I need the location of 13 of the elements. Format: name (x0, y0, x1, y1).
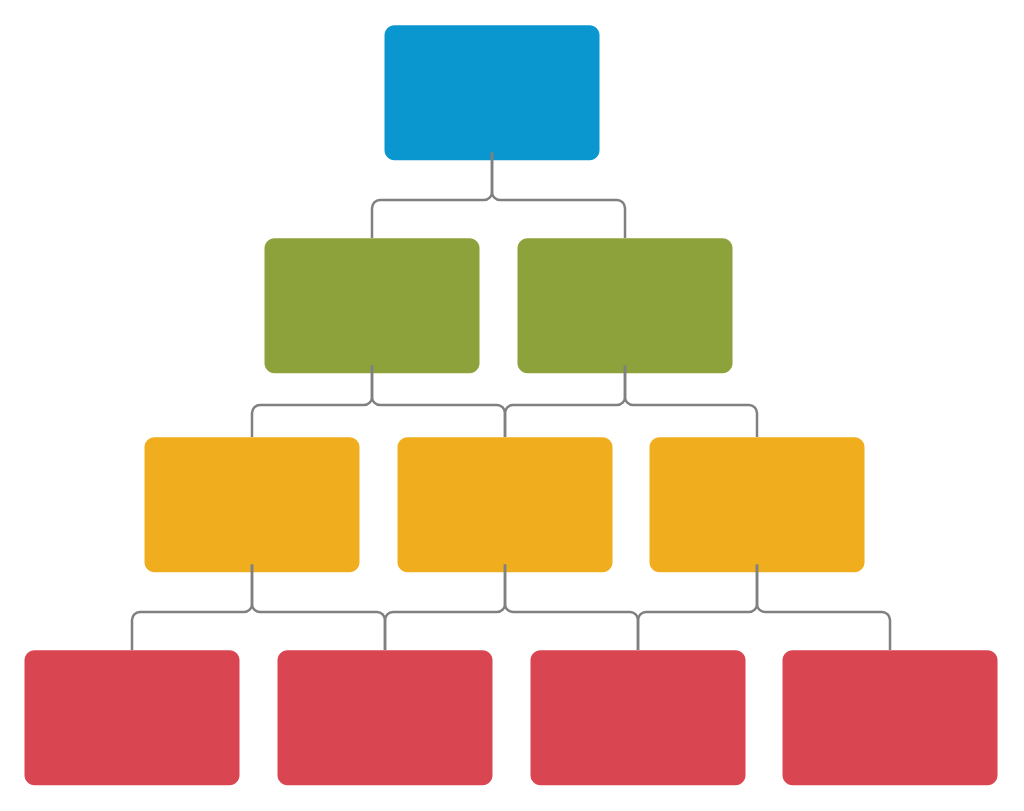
org-box (782, 650, 998, 786)
org-box (517, 238, 733, 374)
org-box (397, 437, 613, 573)
connector-line (490, 151, 627, 238)
org-box (649, 437, 865, 573)
org-box (144, 437, 360, 573)
org-box (384, 25, 600, 161)
connector-line (623, 364, 759, 437)
org-box (530, 650, 746, 786)
org-box (277, 650, 493, 786)
org-box (264, 238, 480, 374)
org-box (24, 650, 240, 786)
connector-line (755, 563, 892, 650)
